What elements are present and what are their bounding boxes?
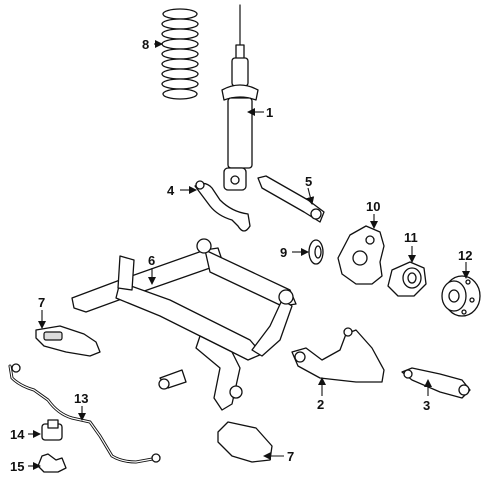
callout-12: 12 bbox=[458, 248, 472, 263]
stabilizer-clamp[interactable] bbox=[37, 453, 67, 473]
callout-9: 9 bbox=[280, 245, 287, 260]
callout-6: 6 bbox=[148, 253, 155, 268]
callout-15: 15 bbox=[10, 459, 24, 474]
toe-link[interactable] bbox=[401, 367, 471, 399]
callout-8: 8 bbox=[142, 37, 149, 52]
callout-1: 1 bbox=[266, 105, 273, 120]
stabilizer-bar[interactable] bbox=[8, 364, 160, 464]
stabilizer-bushing[interactable] bbox=[41, 419, 63, 441]
callout-3: 3 bbox=[423, 398, 430, 413]
lower-control-arm[interactable] bbox=[291, 329, 385, 383]
seal[interactable] bbox=[308, 239, 324, 265]
bracket-bottom[interactable] bbox=[217, 421, 273, 463]
callout-11: 11 bbox=[404, 230, 418, 245]
bracket-left[interactable] bbox=[35, 325, 101, 357]
crossmember[interactable] bbox=[71, 238, 297, 411]
coil-spring[interactable] bbox=[161, 8, 199, 100]
callout-7a: 7 bbox=[38, 295, 45, 310]
upper-control-arm[interactable] bbox=[194, 182, 251, 232]
callout-13: 13 bbox=[74, 391, 88, 406]
bracket-left-pad bbox=[43, 331, 63, 341]
callout-14: 14 bbox=[10, 427, 25, 442]
wheel-hub[interactable] bbox=[441, 275, 481, 317]
callout-2: 2 bbox=[317, 397, 324, 412]
callout-7b: 7 bbox=[287, 449, 294, 464]
lateral-link[interactable] bbox=[257, 175, 325, 223]
wheel-bearing[interactable] bbox=[387, 261, 427, 297]
shock-absorber[interactable] bbox=[221, 4, 259, 191]
stabilizer-bar-inner bbox=[9, 365, 159, 463]
leader-5 bbox=[306, 187, 315, 205]
callout-5: 5 bbox=[305, 174, 312, 189]
callout-4: 4 bbox=[167, 183, 175, 198]
callout-10: 10 bbox=[366, 199, 380, 214]
